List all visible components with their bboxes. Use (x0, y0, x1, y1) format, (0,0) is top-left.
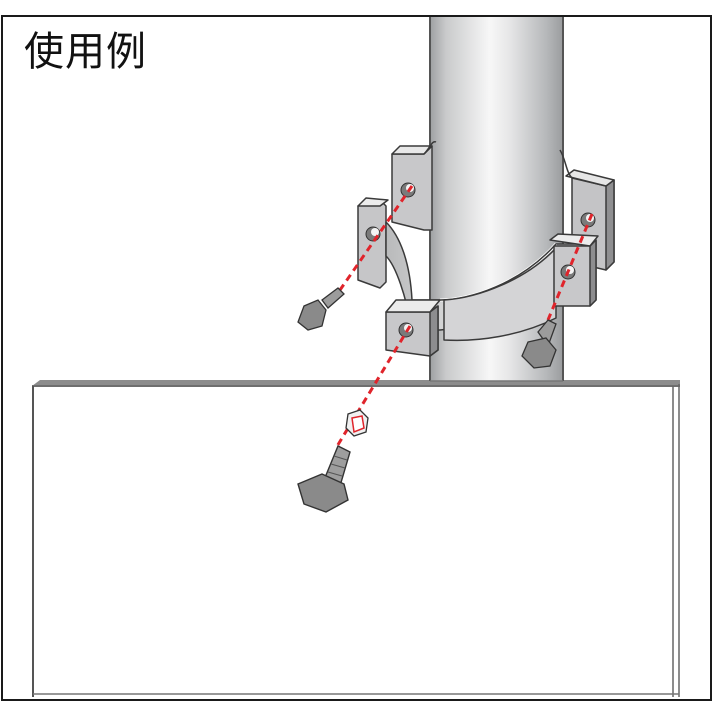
assembly-guide-lines (334, 185, 594, 449)
hex-bolt-upper-left (297, 287, 345, 331)
panel-board (32, 380, 680, 697)
clamp-front-half (357, 197, 599, 357)
illustration-frame (1, 15, 712, 701)
hex-nut (345, 409, 369, 437)
figure-title: 使用例 (24, 29, 147, 75)
hex-bolt-large (297, 445, 351, 513)
hex-bolt-lower-right (521, 319, 557, 369)
